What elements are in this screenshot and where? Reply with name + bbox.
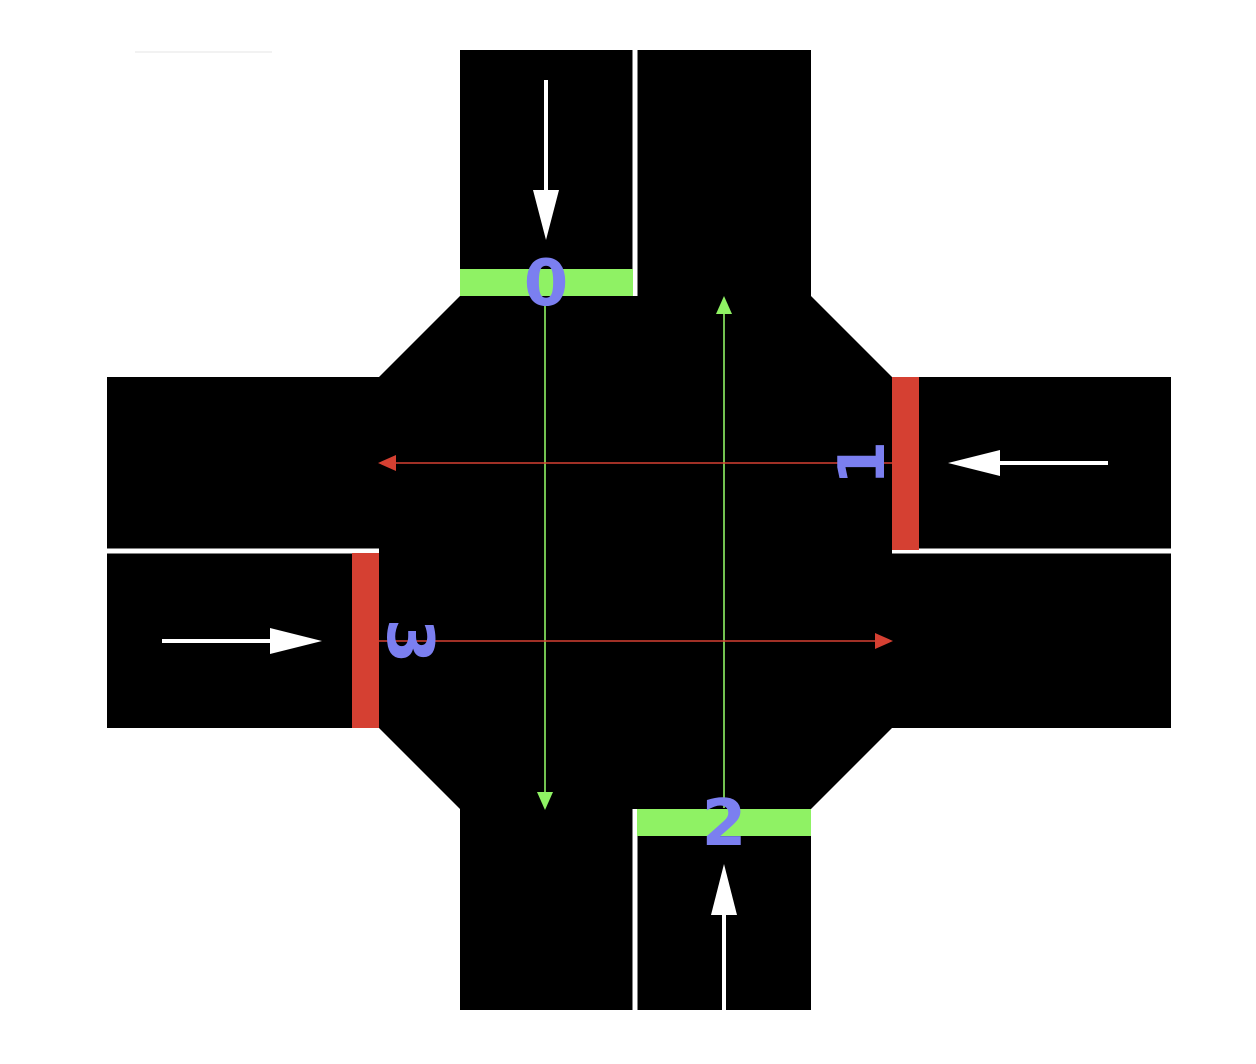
approach-label-3: 3 — [372, 619, 446, 664]
arrow-south-icon — [533, 80, 559, 240]
movement-paths — [378, 296, 893, 810]
approach-label-0: 0 — [524, 247, 569, 321]
signal-bar-2 — [637, 809, 811, 836]
entry-arrows — [162, 80, 1108, 1010]
arrow-west-icon — [948, 450, 1108, 476]
arrow-east-icon — [162, 628, 322, 654]
signal-bar-1 — [892, 377, 919, 550]
approach-label-1: 1 — [826, 441, 900, 486]
signal-bar-3 — [352, 553, 379, 728]
lane-dividers — [107, 50, 1171, 1010]
arrow-north-icon — [711, 864, 737, 1010]
approach-label-2: 2 — [702, 787, 747, 861]
intersection-core — [379, 296, 892, 809]
signal-bar-0 — [460, 269, 633, 296]
